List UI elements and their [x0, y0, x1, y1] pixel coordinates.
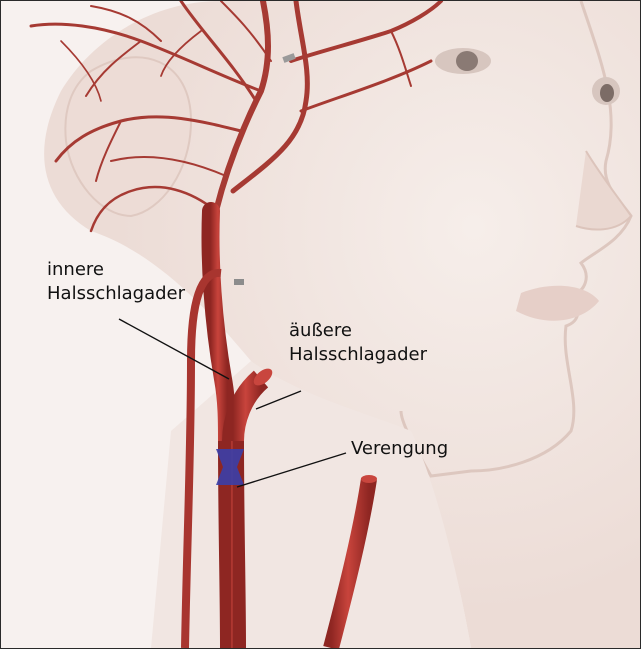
label-internal-line-2: Halsschlagader	[47, 282, 185, 306]
label-stenosis: Verengung	[351, 437, 448, 461]
label-external-line-1: äußere	[289, 319, 427, 343]
label-internal-carotid: innere Halsschlagader	[47, 258, 185, 306]
label-stenosis-text: Verengung	[351, 437, 448, 461]
label-external-line-2: Halsschlagader	[289, 343, 427, 367]
label-external-carotid: äußere Halsschlagader	[289, 319, 427, 367]
label-internal-line-1: innere	[47, 258, 185, 282]
